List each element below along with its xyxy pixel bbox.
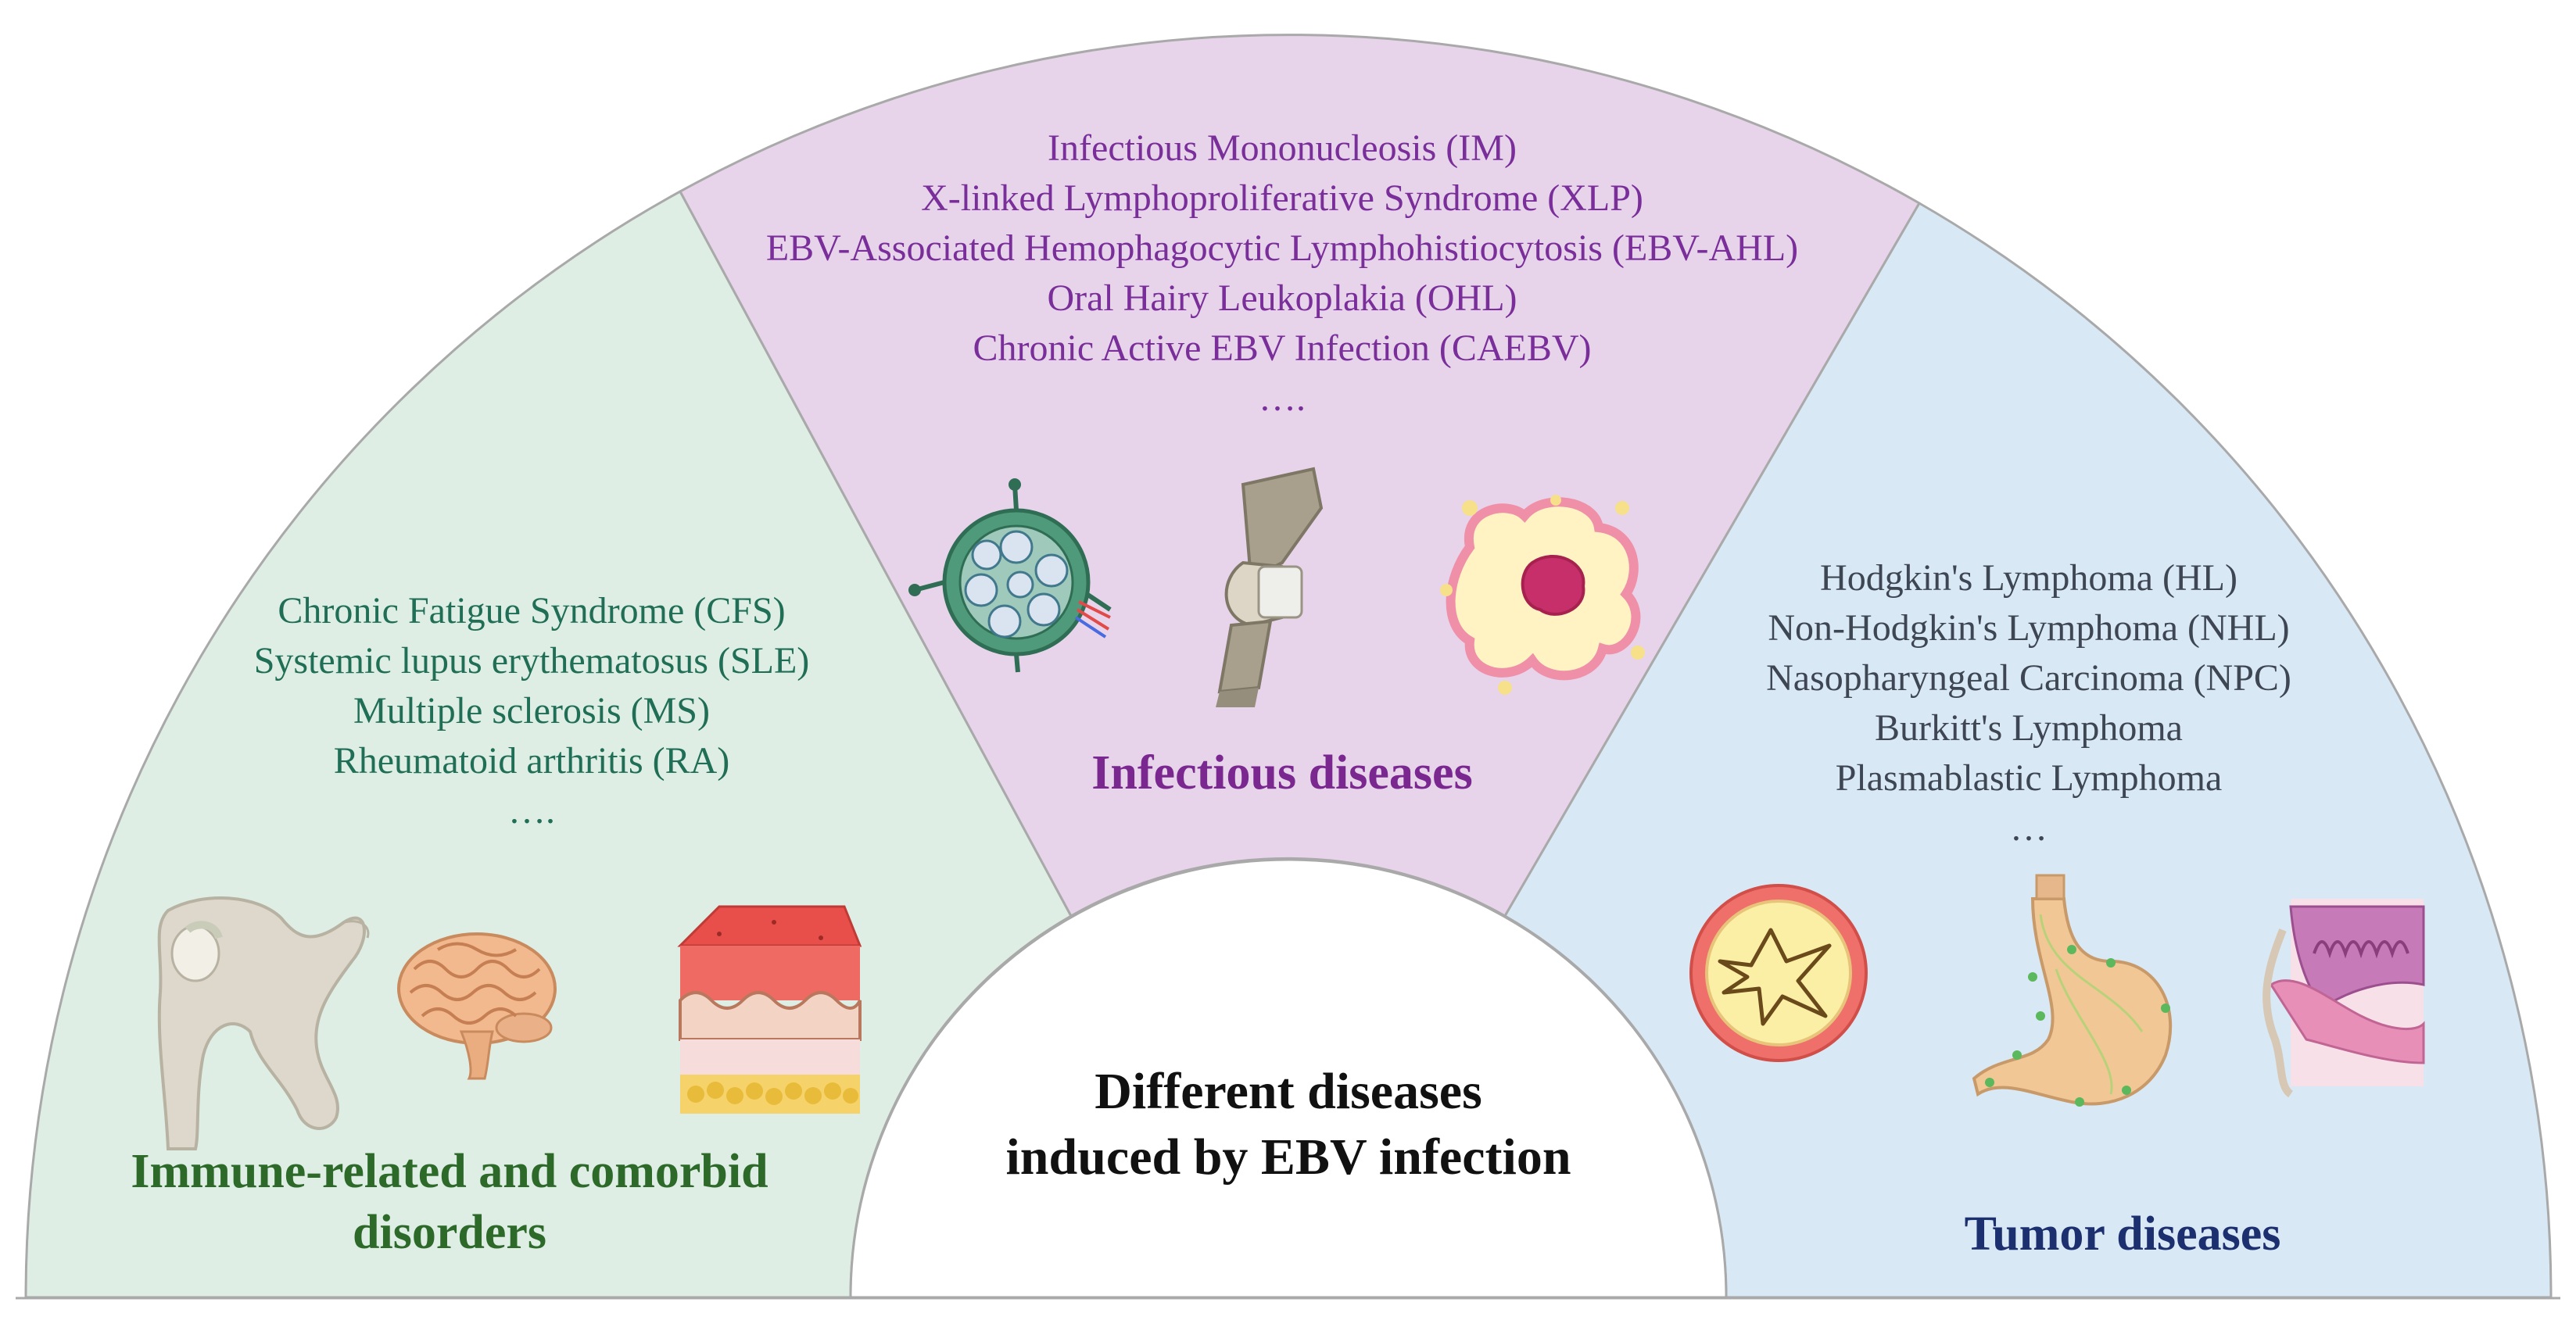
tumor-heading: Tumor diseases — [1964, 1207, 2281, 1261]
infectious-item: EBV-Associated Hemophagocytic Lymphohist… — [765, 227, 1799, 269]
immune-item: Rheumatoid arthritis (RA) — [333, 740, 730, 782]
infectious-item: Infectious Mononucleosis (IM) — [1048, 127, 1517, 169]
infectious-heading: Infectious diseases — [1091, 746, 1473, 800]
tumor-disease-list: Hodgkin's Lymphoma (HL) Non-Hodgkin's Ly… — [1766, 553, 2291, 853]
center-semicircle — [849, 858, 1728, 1299]
tumor-item: Hodgkin's Lymphoma (HL) — [1820, 557, 2237, 599]
brain-icon — [397, 932, 557, 1080]
tumor-item: Non-Hodgkin's Lymphoma (NHL) — [1768, 607, 2290, 649]
shoulder-joint-icon — [157, 896, 370, 1150]
center-title: Different diseases induced by EBV infect… — [1005, 1059, 1571, 1190]
infectious-item: …. — [1259, 377, 1306, 419]
center-title-line1: Different diseases — [1095, 1063, 1482, 1120]
immune-item: Systemic lupus erythematosus (SLE) — [253, 640, 810, 681]
tissue-cell-icon — [1440, 495, 1645, 695]
immune-heading: Immune-related and comorbid disorders — [131, 1141, 768, 1263]
immune-disease-list: Chronic Fatigue Syndrome (CFS) Systemic … — [254, 586, 810, 836]
immune-item: Chronic Fatigue Syndrome (CFS) — [278, 590, 786, 631]
tumor-item: Plasmablastic Lymphoma — [1835, 757, 2223, 799]
lymph-node-icon — [908, 478, 1112, 673]
skin-tissue-icon — [677, 905, 862, 1114]
tumor-item: … — [2010, 807, 2048, 849]
tumor-item: Burkitt's Lymphoma — [1875, 707, 2183, 749]
center-title-line2: induced by EBV infection — [1005, 1129, 1571, 1186]
stomach-icon — [1972, 874, 2173, 1107]
immune-heading-line1: Immune-related and comorbid — [131, 1145, 769, 1198]
infectious-item: X-linked Lymphoproliferative Syndrome (X… — [921, 177, 1643, 219]
nasopharynx-icon — [2263, 899, 2425, 1098]
tumor-item: Nasopharyngeal Carcinoma (NPC) — [1766, 657, 2291, 699]
infectious-disease-list: Infectious Mononucleosis (IM) X-linked L… — [766, 123, 1798, 424]
lymph-node-cross-section-icon — [1689, 884, 1868, 1062]
infectious-item: Oral Hairy Leukoplakia (OHL) — [1047, 277, 1517, 319]
immune-item: Multiple sclerosis (MS) — [353, 690, 710, 732]
immune-item: …. — [507, 790, 555, 832]
bone-joint-icon — [1216, 467, 1324, 707]
immune-heading-line2: disorders — [353, 1206, 546, 1259]
infectious-item: Chronic Active EBV Infection (CAEBV) — [973, 327, 1592, 369]
